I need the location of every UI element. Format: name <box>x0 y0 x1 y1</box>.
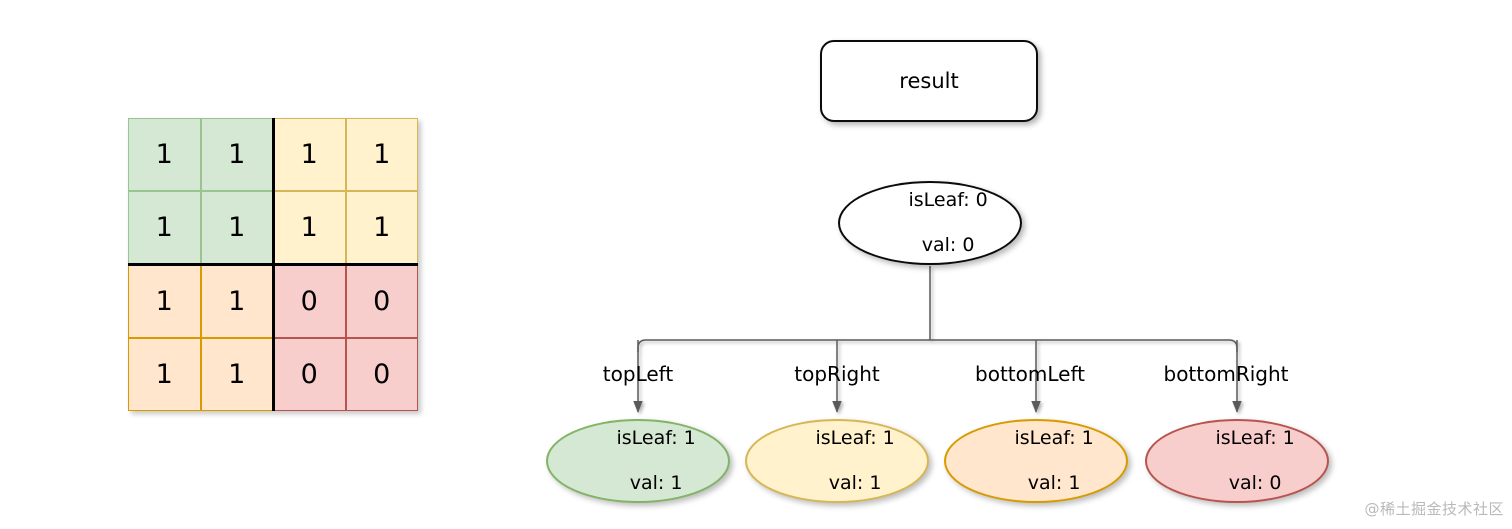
matrix-cell-r0-c0: 1 <box>128 118 201 192</box>
matrix-cell-r3-c1: 1 <box>200 337 273 411</box>
tree-node-bottomright[interactable]: isLeaf: 1 val: 0 <box>1145 419 1329 503</box>
tree-node-topleft-line2: val: 1 <box>629 472 683 495</box>
matrix-cell-r3-c2: 0 <box>273 337 346 411</box>
tree-node-root-line1: isLeaf: 0 <box>908 188 988 211</box>
tree-node-bottomleft-text: isLeaf: 1 val: 1 <box>978 404 1094 518</box>
tree-node-topleft-line1: isLeaf: 1 <box>616 426 696 449</box>
tree-node-bottomleft-line2: val: 1 <box>1027 472 1081 495</box>
matrix-cell-r0-c1: 1 <box>200 118 273 192</box>
tree-node-bottomright-line2: val: 0 <box>1228 472 1282 495</box>
matrix-horizontal-divider <box>128 263 418 266</box>
edge-bus <box>637 339 1238 352</box>
tree-node-topright-line2: val: 1 <box>828 472 882 495</box>
matrix-cell-r3-c3: 0 <box>345 337 418 411</box>
matrix-cell-r1-c2: 1 <box>273 191 346 265</box>
matrix-cell-r2-c1: 1 <box>200 264 273 338</box>
result-box[interactable]: result <box>820 40 1038 122</box>
matrix-cell-r0-c3: 1 <box>345 118 418 192</box>
tree-node-root[interactable]: isLeaf: 0 val: 0 <box>838 181 1022 265</box>
tree-node-topleft[interactable]: isLeaf: 1 val: 1 <box>546 419 730 503</box>
matrix-cell-r1-c0: 1 <box>128 191 201 265</box>
tree-node-topright-text: isLeaf: 1 val: 1 <box>779 404 895 518</box>
tree-node-bottomleft-line1: isLeaf: 1 <box>1014 426 1094 449</box>
branch-label-bottomleft: bottomLeft <box>975 362 1085 386</box>
matrix-cell-r0-c2: 1 <box>273 118 346 192</box>
branch-label-topright: topRight <box>794 362 880 386</box>
tree-node-root-text: isLeaf: 0 val: 0 <box>872 166 988 280</box>
branch-label-topleft: topLeft <box>602 362 674 386</box>
matrix-cell-r1-c3: 1 <box>345 191 418 265</box>
tree-node-topright-line1: isLeaf: 1 <box>815 426 895 449</box>
tree-node-topleft-text: isLeaf: 1 val: 1 <box>580 404 696 518</box>
tree-node-bottomleft[interactable]: isLeaf: 1 val: 1 <box>944 419 1128 503</box>
tree-node-root-line2: val: 0 <box>921 234 975 257</box>
matrix-cell-r2-c0: 1 <box>128 264 201 338</box>
tree-node-bottomright-line1: isLeaf: 1 <box>1215 426 1295 449</box>
branch-label-bottomright: bottomRight <box>1163 362 1289 386</box>
result-box-label: result <box>899 69 959 93</box>
matrix-cell-r2-c3: 0 <box>345 264 418 338</box>
matrix-cell-r3-c0: 1 <box>128 337 201 411</box>
tree-node-bottomright-text: isLeaf: 1 val: 0 <box>1179 404 1295 518</box>
watermark: @稀土掘金技术社区 <box>1364 500 1504 518</box>
tree-node-topright[interactable]: isLeaf: 1 val: 1 <box>745 419 929 503</box>
